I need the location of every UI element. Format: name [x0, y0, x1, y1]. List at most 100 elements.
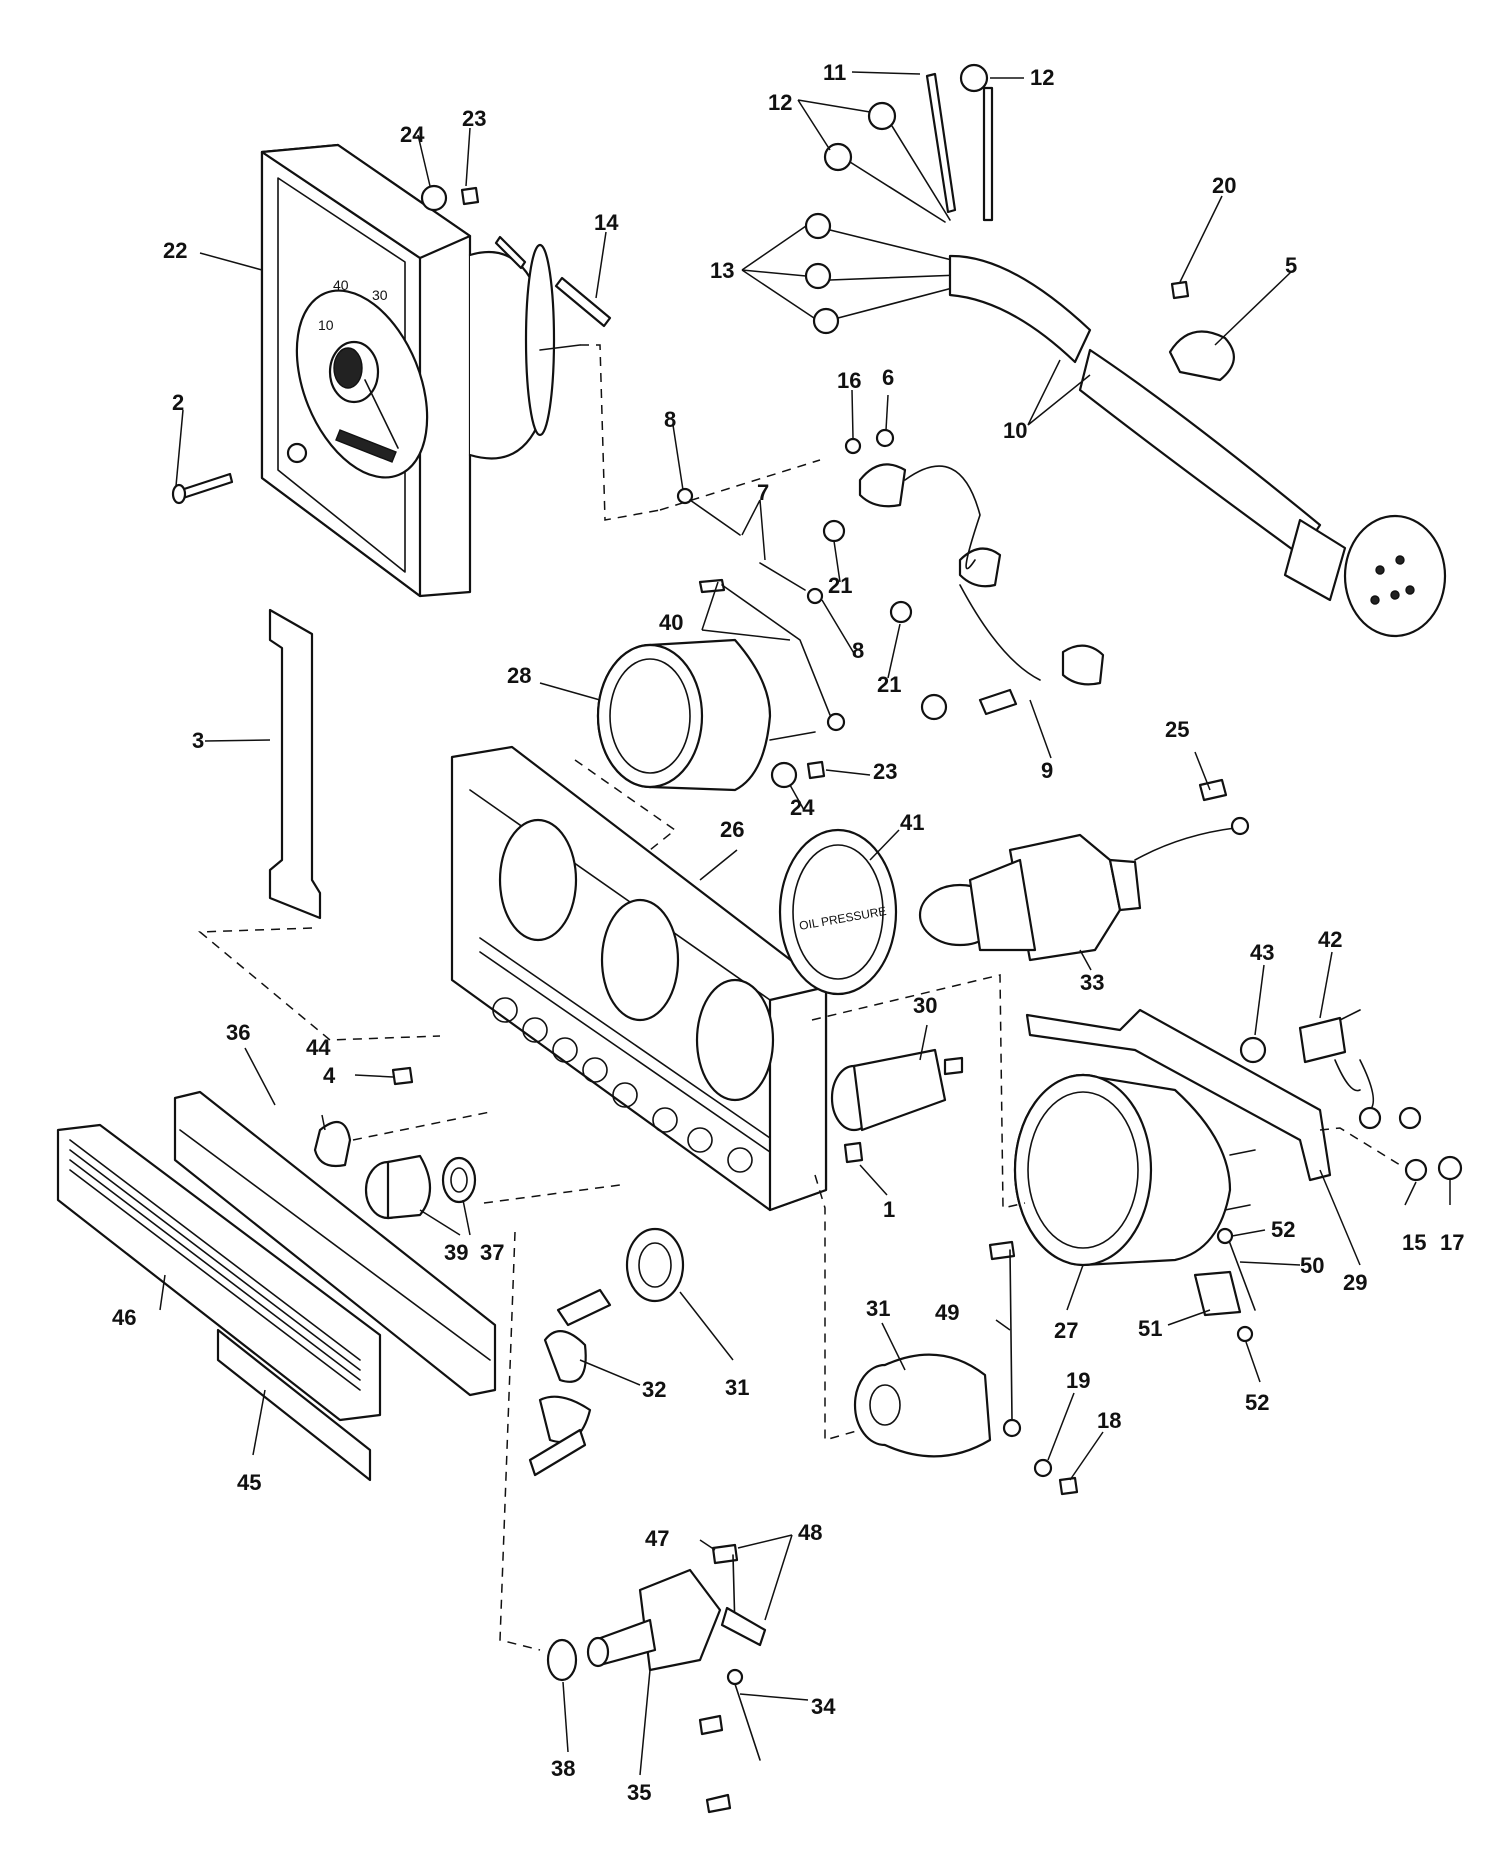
- screw-head-2: [171, 483, 187, 505]
- gauge-bezel-part-41: OIL PRESSURE: [778, 828, 898, 996]
- panel-part-26: [450, 745, 828, 1212]
- terminal-part-51: [1193, 1270, 1242, 1317]
- callout-25: 25: [1165, 717, 1189, 742]
- nut-part-17: [1437, 1155, 1463, 1181]
- callout-9: 9: [1041, 758, 1053, 783]
- lead-eye-42b: [1398, 1106, 1422, 1130]
- callout-30: 30: [913, 993, 937, 1018]
- nut-part-6: [875, 428, 895, 448]
- lead-34: [734, 1683, 761, 1761]
- callout-26: 26: [720, 817, 744, 842]
- callout-32: 32: [642, 1377, 666, 1402]
- callout-31b: 31: [866, 1296, 890, 1321]
- toggle-switch-part-35: [586, 1568, 722, 1672]
- callout-34: 34: [811, 1694, 836, 1719]
- screw-part-2: [176, 472, 234, 501]
- callout-29: 29: [1343, 1270, 1367, 1295]
- callout-14: 14: [594, 210, 619, 235]
- callout-10: 10: [1003, 418, 1027, 443]
- callout-28: 28: [507, 663, 531, 688]
- callout-17: 17: [1440, 1230, 1464, 1255]
- callout-52a: 52: [1271, 1217, 1295, 1242]
- lamp-part-43: [1239, 1036, 1267, 1064]
- callout-12b: 12: [768, 90, 792, 115]
- callout-11: 11: [823, 60, 846, 85]
- screw-part-18: [1058, 1476, 1079, 1496]
- callout-19: 19: [1066, 1368, 1090, 1393]
- lead-49: [1009, 1249, 1013, 1421]
- bracket-part-3: [268, 608, 322, 920]
- screw-part-1: [843, 1141, 864, 1164]
- washer-part-15: [1404, 1158, 1428, 1182]
- lead-part-50: [1224, 1229, 1256, 1311]
- callout-1: 1: [883, 1197, 895, 1222]
- cap-part-24: [420, 184, 448, 212]
- lead-eye-42a: [1358, 1106, 1382, 1130]
- switch-part-33: [918, 833, 1142, 962]
- keys-part-32: [528, 1288, 612, 1477]
- callout-43: 43: [1250, 940, 1274, 965]
- callout-6: 6: [882, 365, 894, 390]
- screw-part-20: [1170, 280, 1190, 300]
- leader-lines: [159, 71, 1451, 1776]
- callout-18: 18: [1097, 1408, 1121, 1433]
- knob-part-44: [313, 1120, 352, 1168]
- callout-52b: 52: [1245, 1390, 1269, 1415]
- clip-34a: [698, 1714, 724, 1736]
- callout-47: 47: [645, 1526, 669, 1551]
- bezel-nut-31-inner: [638, 1242, 672, 1288]
- callout-2: 2: [172, 390, 184, 415]
- callout-37: 37: [480, 1240, 504, 1265]
- callout-46: 46: [112, 1305, 136, 1330]
- fuse-holder-part-30: [830, 1048, 964, 1132]
- bezel-nut-part-31: [625, 1227, 685, 1303]
- screw-part-23: [460, 186, 480, 206]
- callout-12a: 12: [1030, 65, 1054, 90]
- callout-23b: 23: [873, 759, 897, 784]
- callout-24a: 24: [400, 122, 425, 147]
- callout-15: 15: [1402, 1230, 1426, 1255]
- callout-41: 41: [900, 810, 924, 835]
- clip-34b: [705, 1793, 732, 1814]
- washer-part-19: [1033, 1458, 1053, 1478]
- terminal-part-8: [676, 487, 694, 505]
- washer-part-16: [844, 437, 862, 455]
- callout-22: 22: [163, 238, 187, 263]
- callout-49: 49: [935, 1300, 959, 1325]
- screw-part-23b: [806, 760, 826, 780]
- callout-21a: 21: [828, 573, 852, 598]
- callout-24b: 24: [790, 795, 815, 820]
- nut-part-38: [546, 1638, 578, 1682]
- clamp-part-5: [1168, 330, 1235, 382]
- socket-part-42: [1298, 1016, 1347, 1064]
- gauge-part-27: [1013, 1073, 1256, 1267]
- callout-labels: 1 2 3 4 5 6 7 8 8 9 10 11 12 12 13 14 15…: [112, 60, 1464, 1805]
- terminal-part-25: [1198, 778, 1228, 802]
- callout-45: 45: [237, 1470, 261, 1495]
- nut-37-inner: [450, 1167, 468, 1193]
- callout-35: 35: [627, 1780, 651, 1805]
- nut-part-37: [441, 1156, 477, 1204]
- callout-39: 39: [444, 1240, 468, 1265]
- trim-part-36: [173, 1090, 497, 1397]
- callout-16: 16: [837, 368, 861, 393]
- callout-36: 36: [226, 1020, 250, 1045]
- callout-23a: 23: [462, 106, 486, 131]
- callout-31a: 31: [725, 1375, 749, 1400]
- lead-part-7: [689, 499, 741, 536]
- callout-7: 7: [757, 480, 769, 505]
- tach-number-30: 30: [372, 287, 388, 303]
- bracket-part-29: [1025, 1008, 1332, 1182]
- washer-part-52b: [1236, 1325, 1254, 1343]
- callout-21b: 21: [877, 672, 901, 697]
- gauge-part-28: [596, 638, 816, 792]
- callout-40: 40: [659, 610, 683, 635]
- knob-39-body: [386, 1154, 431, 1220]
- callout-50: 50: [1300, 1253, 1324, 1278]
- callout-20: 20: [1212, 173, 1236, 198]
- terminal-part-47: [711, 1543, 739, 1565]
- tach-number-10: 10: [318, 317, 334, 333]
- terminal-8b: [806, 587, 824, 605]
- callout-38: 38: [551, 1756, 575, 1781]
